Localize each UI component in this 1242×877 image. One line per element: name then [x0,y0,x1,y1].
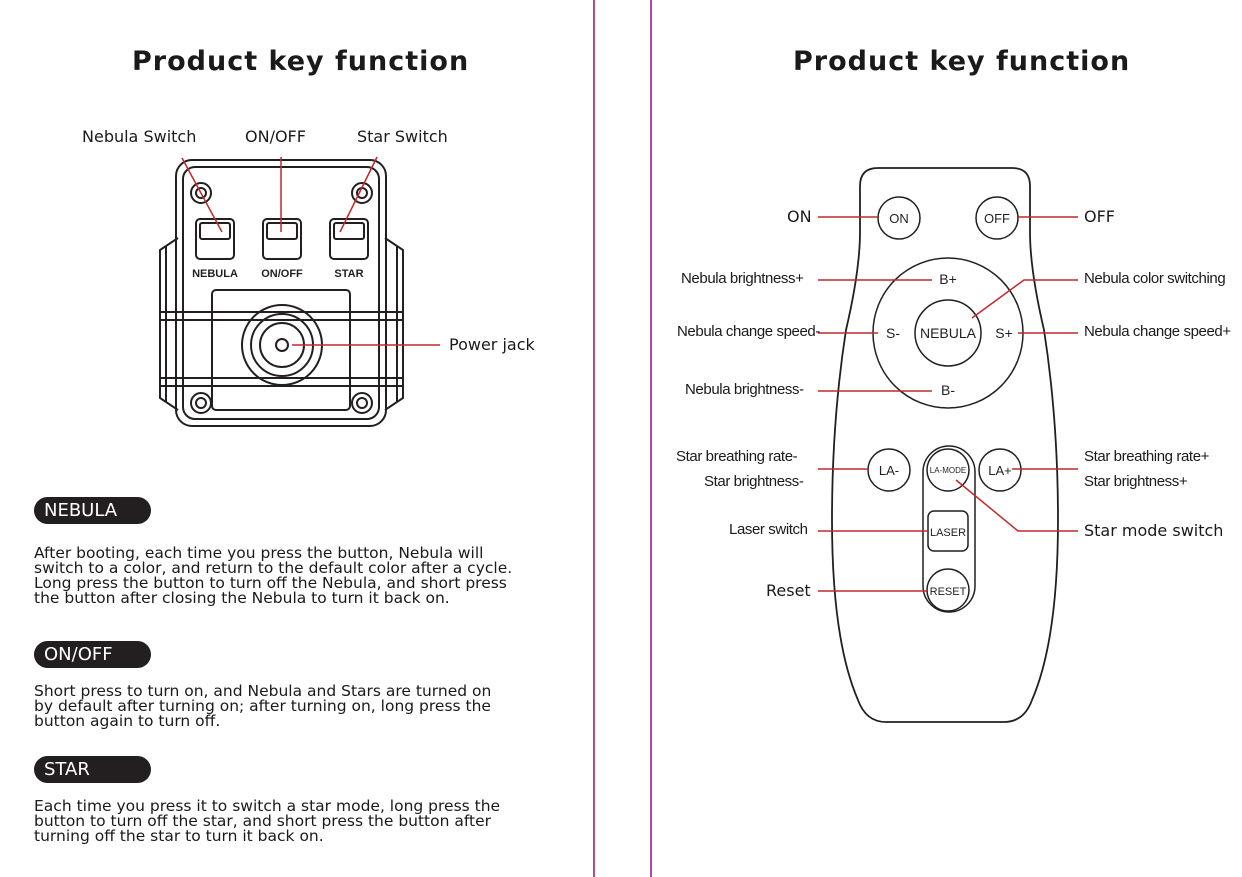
callout-star-breathing-rate-plus: Star breathing rate+ [1084,448,1210,465]
callout-laser-switch: Laser switch [729,521,808,538]
callout-star-breathing-rate-minus: Star breathing rate- [676,448,798,465]
callout-nebula-change-speed-plus: Nebula change speed+ [1084,323,1231,340]
text-line: Short press to turn on, and Nebula and S… [34,682,492,700]
fold-line-left [593,0,595,877]
section-text-star: Each time you press it to switch a star … [34,797,569,845]
section-text-nebula: After booting, each time you press the b… [34,544,569,607]
text-line: Long press the button to turn off the Ne… [34,574,507,592]
btn-reset: RESET [930,586,967,598]
btn-la-minus: LA- [879,463,899,478]
btn-s-minus: S- [886,325,900,341]
callout-star-switch: Star Switch [357,127,448,146]
btn-off: OFF [984,211,1010,226]
text-line: the button after closing the Nebula to t… [34,589,450,607]
btn-b-plus: B+ [939,271,957,287]
callout-off: OFF [1084,207,1115,226]
device-label-star: STAR [334,268,363,280]
btn-la-mode: LA-MODE [930,466,966,475]
callout-nebula-brightness-plus: Nebula brightness+ [681,270,804,287]
callout-on: ON [787,207,812,226]
btn-la-plus: LA+ [988,463,1012,478]
callout-nebula-color-switching: Nebula color switching [1084,270,1226,287]
btn-laser: LASER [930,527,966,539]
section-tag-nebula: NEBULA [34,497,151,524]
device-diagram: NEBULA ON/OFF STAR [159,156,440,427]
callout-power-jack: Power jack [449,335,535,354]
callout-nebula-brightness-minus: Nebula brightness- [685,381,804,398]
callout-star-brightness-minus: Star brightness- [704,473,804,490]
text-line: by default after turning on; after turni… [34,697,491,715]
device-label-on-off: ON/OFF [261,268,303,280]
text-line: turning off the star to turn it back on. [34,827,324,845]
section-text-on-off: Short press to turn on, and Nebula and S… [34,682,569,730]
text-line: After booting, each time you press the b… [34,544,484,562]
btn-b-minus: B- [941,382,955,398]
callout-on-off: ON/OFF [245,127,306,146]
callout-nebula-change-speed-minus: Nebula change speed- [677,323,820,340]
callout-reset: Reset [766,581,811,600]
text-line: switch to a color, and return to the def… [34,559,513,577]
text-line: button to turn off the star, and short p… [34,812,492,830]
btn-s-plus: S+ [995,325,1013,341]
section-tag-star: STAR [34,756,151,783]
device-label-nebula: NEBULA [192,268,238,280]
btn-on: ON [889,211,909,226]
callout-star-brightness-plus: Star brightness+ [1084,473,1188,490]
callout-star-mode-switch: Star mode switch [1084,521,1224,540]
btn-nebula: NEBULA [920,325,977,341]
fold-line-right [650,0,652,877]
text-line: Each time you press it to switch a star … [34,797,501,815]
callout-nebula-switch: Nebula Switch [82,127,197,146]
text-line: button again to turn off. [34,712,221,730]
section-tag-on-off: ON/OFF [34,641,151,668]
left-page-title: Product key function [132,46,470,77]
right-page-title: Product key function [793,46,1131,77]
